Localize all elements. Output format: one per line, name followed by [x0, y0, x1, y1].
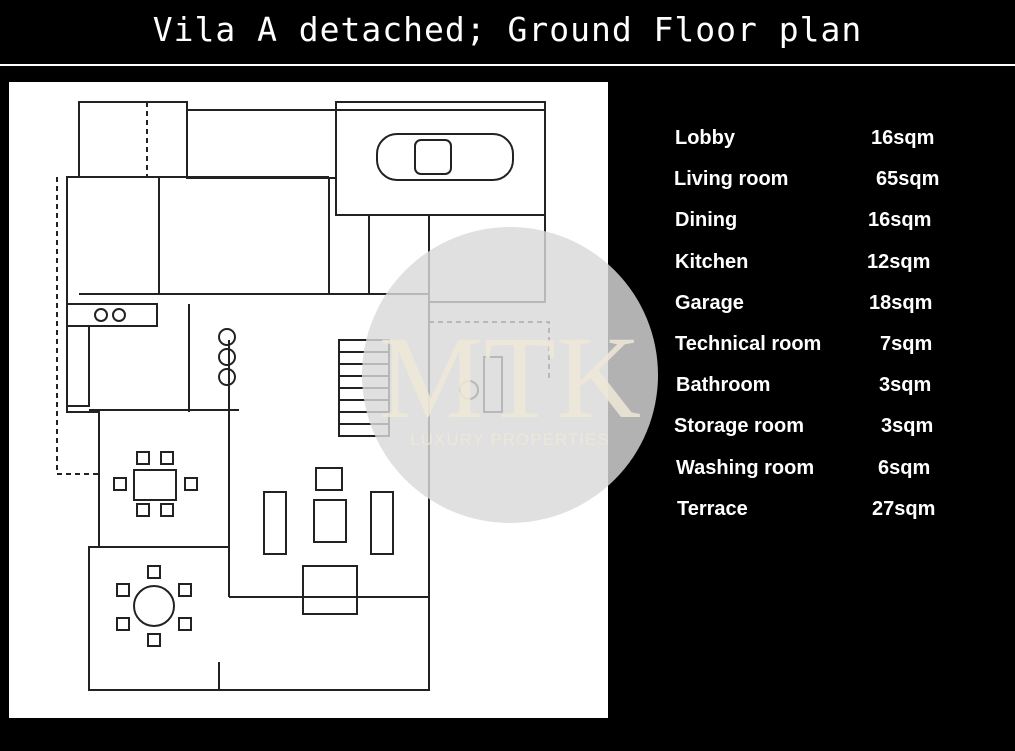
- page-title: Vila A detached; Ground Floor plan: [152, 10, 863, 49]
- room-area: 3sqm: [879, 374, 932, 396]
- room-area: 18sqm: [869, 292, 933, 314]
- column: [218, 368, 236, 386]
- room-area: 6sqm: [878, 457, 931, 479]
- storage-outline: [186, 109, 337, 179]
- floor-plan-panel: [9, 82, 608, 718]
- kitchen-counter: [66, 303, 158, 327]
- hob-2: [112, 308, 126, 322]
- chair: [136, 451, 150, 465]
- room-area: 65sqm: [876, 168, 940, 190]
- kitchen-counter-side: [66, 325, 90, 407]
- column: [218, 348, 236, 366]
- chair: [178, 617, 192, 631]
- room-name: Living room: [674, 168, 789, 190]
- coffee-table: [313, 499, 347, 543]
- room-name: Kitchen: [675, 251, 749, 273]
- room-name: Storage room: [674, 415, 805, 437]
- chair: [113, 477, 127, 491]
- armchair: [315, 467, 343, 491]
- room-name: Garage: [675, 292, 744, 314]
- tech-fixture: [459, 380, 479, 400]
- room-name: Lobby: [675, 127, 735, 149]
- title-divider: [0, 64, 1015, 66]
- chair: [160, 451, 174, 465]
- sofa-right: [370, 491, 394, 555]
- room-area: 3sqm: [881, 415, 934, 437]
- chair: [116, 583, 130, 597]
- hob-1: [94, 308, 108, 322]
- chair: [160, 503, 174, 517]
- sofa-bottom: [302, 565, 358, 615]
- room-name: Dining: [675, 209, 738, 231]
- room-area: 7sqm: [880, 333, 933, 355]
- car-roof: [414, 139, 452, 175]
- room-area: 16sqm: [871, 127, 935, 149]
- room-name: Terrace: [677, 498, 748, 520]
- room-name: Bathroom: [676, 374, 771, 396]
- dining-table: [133, 469, 177, 501]
- chair: [178, 583, 192, 597]
- sofa-left: [263, 491, 287, 555]
- floor-plan-drawing: [56, 101, 550, 691]
- chair: [116, 617, 130, 631]
- terrace-table: [133, 585, 175, 627]
- title-bar: Vila A detached; Ground Floor plan: [0, 0, 1015, 64]
- room-area: 16sqm: [868, 209, 932, 231]
- room-area: 12sqm: [867, 251, 931, 273]
- dashed-outline: [56, 102, 550, 475]
- column: [218, 328, 236, 346]
- chair: [147, 633, 161, 647]
- chair: [184, 477, 198, 491]
- car-icon: [376, 133, 514, 181]
- room-area: 27sqm: [872, 498, 936, 520]
- room-name: Washing room: [676, 457, 815, 479]
- tech-unit: [483, 356, 503, 413]
- chair: [136, 503, 150, 517]
- room-name: Technical room: [675, 333, 822, 355]
- outer-wall: [66, 101, 546, 691]
- chair: [147, 565, 161, 579]
